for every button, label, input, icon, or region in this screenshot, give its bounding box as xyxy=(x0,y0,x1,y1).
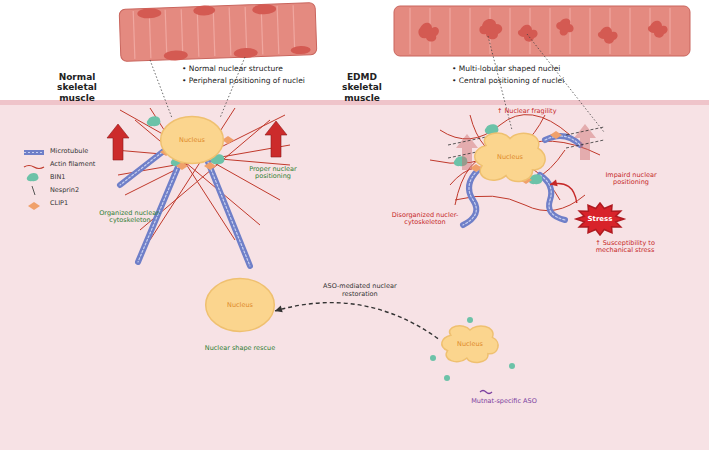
node-label: Nucleus xyxy=(438,322,502,366)
legend-samples xyxy=(24,150,44,210)
legend-label: Actin filament xyxy=(50,161,95,168)
node-label: Nucleus xyxy=(160,116,224,164)
organized-cytoskeleton xyxy=(107,108,290,266)
node-label: Stress xyxy=(576,203,624,235)
node-label: Nucleus xyxy=(470,128,550,186)
legend-label: BIN1 xyxy=(50,174,65,181)
nucleus-rescued-shape xyxy=(206,279,275,332)
stress-arrow xyxy=(550,180,577,203)
aso-molecules xyxy=(430,317,515,394)
stress-starburst: Stress xyxy=(576,203,624,235)
annotation-red: ↑ Susceptibility to mechanical stress xyxy=(582,240,668,255)
stress-starburst-shape xyxy=(576,203,624,235)
node-caption: Nuclear shape rescue xyxy=(185,344,295,352)
stress-arrow-line xyxy=(550,183,577,203)
annotation-green: Proper nuclear positioning xyxy=(240,166,306,181)
legend-label: Nesprin2 xyxy=(50,187,79,194)
legend-label: CLIP1 xyxy=(50,200,68,207)
nucleus-mutant: Nucleus xyxy=(438,322,502,366)
normal-muscle-fiber xyxy=(119,2,317,63)
annotation-red: ↑ Nuclear fragility xyxy=(497,108,587,115)
bullet-point: • Central positioning of nuclei xyxy=(452,77,652,86)
bullet-point: • Multi-lobular shaped nuclei xyxy=(452,65,652,74)
annotation-red: Impaird nuclear positioning xyxy=(598,172,664,187)
panel-title: EDMD skeletal muscle xyxy=(326,72,398,103)
legend-label: Microtubule xyxy=(50,148,88,155)
panel-title: Normal skeletal muscle xyxy=(38,72,116,103)
annotation-purple: Mutnat-specific ASO xyxy=(462,398,546,405)
node-label: Nucleus xyxy=(205,278,275,332)
edge-label: ASO-mediated nuclear restoration xyxy=(310,283,410,298)
nucleus-normal-shape xyxy=(161,116,224,163)
arrow-head xyxy=(275,306,283,313)
nucleus-lobulated: Nucleus xyxy=(470,128,550,186)
bullet-point: • Normal nuclear structure xyxy=(182,65,372,74)
nucleus-normal: Nucleus xyxy=(160,116,224,164)
nucleus-rescued: NucleusNuclear shape rescue xyxy=(205,278,275,332)
arrow-head xyxy=(550,180,558,187)
annotation-red: Disorganized nucler-cytoskeleton xyxy=(384,212,466,227)
annotation-green: Organized nuclear-cytoskeleton xyxy=(96,210,164,225)
restoration-arrow-line xyxy=(275,303,438,339)
panel-background xyxy=(0,100,709,450)
restoration-arrow xyxy=(275,303,438,339)
disorganized-cytoskeleton xyxy=(430,115,604,225)
edmd-muscle-fiber xyxy=(394,6,690,56)
